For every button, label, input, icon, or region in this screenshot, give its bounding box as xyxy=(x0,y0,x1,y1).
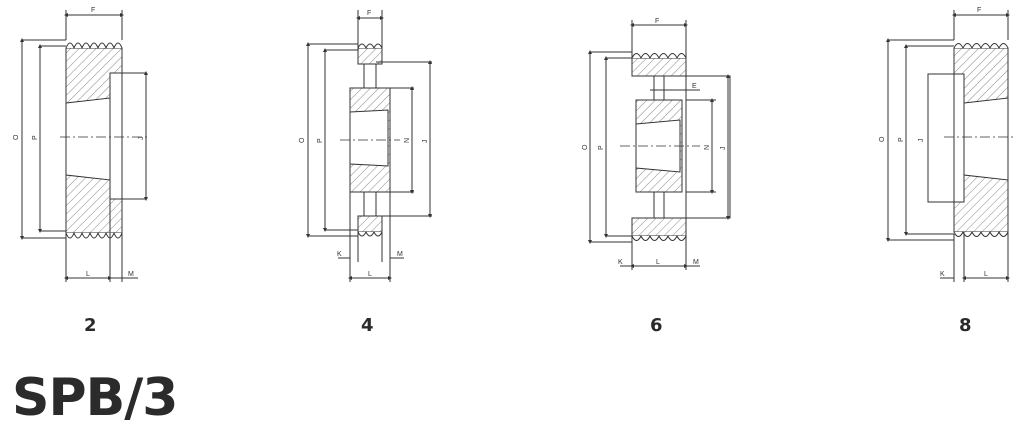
fig4-label-O: O xyxy=(299,137,306,143)
fig2-bore xyxy=(65,97,111,181)
fig4-bore xyxy=(349,109,389,167)
fig6-label-K: K xyxy=(618,259,623,266)
figure-number-6: 6 xyxy=(650,315,663,336)
fig4-label-M: M xyxy=(397,251,403,258)
fig2-grooves-top xyxy=(65,42,123,50)
fig4-label-L: L xyxy=(368,271,372,278)
fig6-label-E: E xyxy=(692,83,697,90)
fig6-label-M: M xyxy=(693,259,699,266)
fig6-label-L: L xyxy=(656,259,660,266)
fig8-bore xyxy=(963,97,1009,181)
fig6-label-P: P xyxy=(598,145,605,150)
fig8-label-K: K xyxy=(940,271,945,278)
figure-4 xyxy=(306,10,432,282)
figure-2 xyxy=(20,10,150,282)
fig2-label-O: O xyxy=(13,134,20,140)
fig4-label-P: P xyxy=(317,138,324,143)
fig6-label-J: J xyxy=(720,147,727,151)
fig8-hub xyxy=(927,73,965,203)
fig8-label-O: O xyxy=(879,136,886,142)
fig4-label-N: N xyxy=(404,138,411,143)
fig8-label-P: P xyxy=(898,137,905,142)
figure-number-4: 4 xyxy=(361,315,374,336)
fig2-label-L: L xyxy=(86,271,90,278)
fig2-label-F: F xyxy=(91,7,95,14)
fig2-label-P: P xyxy=(32,135,39,140)
figure-8 xyxy=(886,10,1016,282)
page-title: SPB/3 xyxy=(12,368,178,428)
figure-number-2: 2 xyxy=(84,315,97,336)
fig8-label-F: F xyxy=(977,7,981,14)
fig4-label-J: J xyxy=(422,140,429,144)
figure-number-8: 8 xyxy=(959,315,972,336)
figure-6 xyxy=(588,20,731,270)
fig2-label-J: J xyxy=(138,137,145,141)
fig8-label-L: L xyxy=(984,271,988,278)
fig8-label-J: J xyxy=(918,139,925,143)
fig4-label-K: K xyxy=(337,251,342,258)
fig2-grooves-bottom xyxy=(65,231,123,239)
fig6-label-O: O xyxy=(582,144,589,150)
fig2-hub xyxy=(109,72,147,200)
fig4-label-F: F xyxy=(367,10,371,17)
fig2-label-M: M xyxy=(128,271,134,278)
fig6-label-F: F xyxy=(655,18,659,25)
fig6-label-N: N xyxy=(704,145,711,150)
